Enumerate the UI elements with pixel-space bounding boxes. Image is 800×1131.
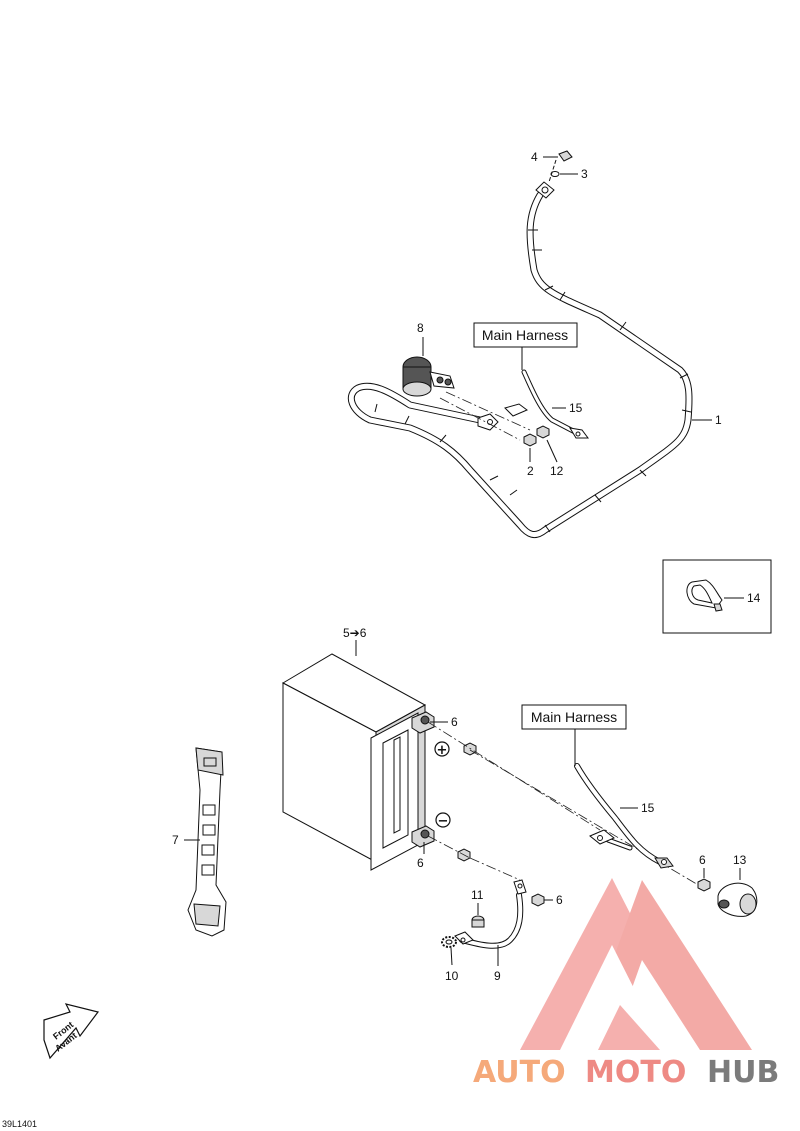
- nut-6-negative: 6: [417, 842, 471, 870]
- watermark-text: AUTO MOTO HUB: [473, 1055, 779, 1090]
- harness-1: [347, 181, 693, 539]
- cable-15-upper: 15: [504, 369, 589, 439]
- assembly-lines-upper: [439, 391, 531, 441]
- callout-15-upper: 15: [569, 401, 583, 415]
- negative-terminal-icon: −: [435, 812, 451, 829]
- callout-6-c: 6: [699, 853, 706, 867]
- nut-6-ground: 6: [531, 893, 563, 907]
- callout-15-lower: 15: [641, 801, 655, 815]
- starter-solenoid-8: 8: [402, 321, 455, 397]
- callout-8: 8: [417, 321, 424, 335]
- callout-1: 1: [715, 413, 722, 427]
- main-harness-label-upper: Main Harness: [473, 322, 578, 370]
- watermark-logo: [520, 878, 752, 1050]
- nut-2: 2: [523, 433, 537, 478]
- svg-text:HUB: HUB: [707, 1055, 779, 1090]
- callout-9: 9: [494, 969, 501, 983]
- positive-terminal-icon: +: [434, 741, 450, 758]
- bolt-11: 11: [471, 888, 485, 928]
- washer-3: 3: [550, 167, 588, 181]
- ground-cable-9: 9: [454, 879, 527, 983]
- cable-15-lower: 15: [574, 763, 674, 869]
- callout-3: 3: [581, 167, 588, 181]
- callout-4: 4: [531, 150, 538, 164]
- nut-12: 12: [536, 425, 564, 478]
- callout-12: 12: [550, 464, 564, 478]
- callout-10: 10: [445, 969, 459, 983]
- callout-6-b: 6: [417, 856, 424, 870]
- nut-6-right: 6: [697, 853, 711, 892]
- callout-14: 14: [747, 591, 761, 605]
- svg-text:Main Harness: Main Harness: [482, 327, 568, 343]
- callout-13: 13: [733, 853, 747, 867]
- callout-2: 2: [527, 464, 534, 478]
- main-harness-label-lower: Main Harness: [521, 704, 627, 766]
- svg-text:−: −: [438, 814, 449, 829]
- battery-5: 5➔6: [281, 626, 435, 871]
- lock-washer-10: 10: [441, 936, 459, 983]
- cap-nut-4: 4: [531, 150, 573, 164]
- inset-box-14: 14: [662, 559, 772, 634]
- svg-text:MOTO: MOTO: [585, 1055, 686, 1090]
- figure-id: 39L1401: [2, 1119, 37, 1129]
- battery-strap-7: 7: [172, 747, 227, 937]
- svg-text:AUTO: AUTO: [473, 1055, 566, 1090]
- svg-text:+: +: [437, 743, 448, 758]
- callout-11: 11: [471, 888, 484, 902]
- callout-5: 5➔6: [343, 626, 367, 640]
- callout-6-a: 6: [451, 715, 458, 729]
- front-direction-arrow: Front Avant: [43, 1003, 100, 1060]
- terminal-cover-13: 13: [717, 853, 758, 917]
- callout-6-d: 6: [556, 893, 563, 907]
- callout-7: 7: [172, 833, 179, 847]
- svg-text:Main Harness: Main Harness: [531, 709, 617, 725]
